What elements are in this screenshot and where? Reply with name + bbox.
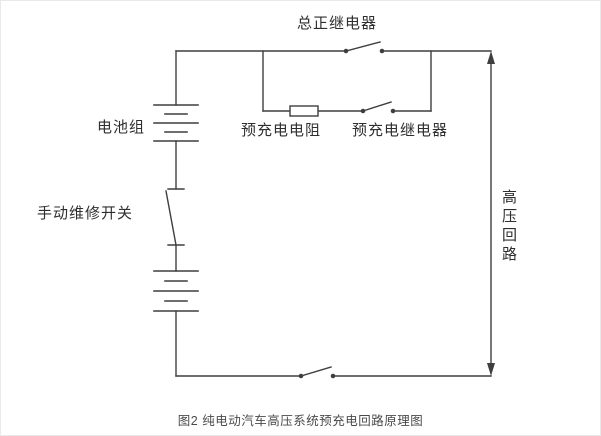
main-positive-relay-switch-icon [343,41,385,54]
bottom-switch-icon [298,366,336,379]
manual-service-switch-icon [165,188,185,246]
precharge-resistor-icon [289,105,319,117]
battery-pack-icon [153,104,199,142]
figure-caption: 图2 纯电动汽车高压系统预充电回路原理图 [177,414,424,428]
high-voltage-loop-label: 高压回路 [500,189,517,265]
circuit-wires [175,50,492,377]
main-positive-relay-label: 总正继电器 [297,15,378,32]
high-voltage-loop-arrow-icon [487,51,495,376]
battery-pack-label: 电池组 [97,119,146,136]
precharge-resistor-label: 预充电电阻 [241,122,322,139]
precharge-relay-label: 预充电继电器 [352,122,449,139]
manual-service-switch-label: 手动维修开关 [37,205,134,222]
precharge-relay-switch-icon [360,101,396,114]
battery-pack-lower-icon [153,270,199,312]
